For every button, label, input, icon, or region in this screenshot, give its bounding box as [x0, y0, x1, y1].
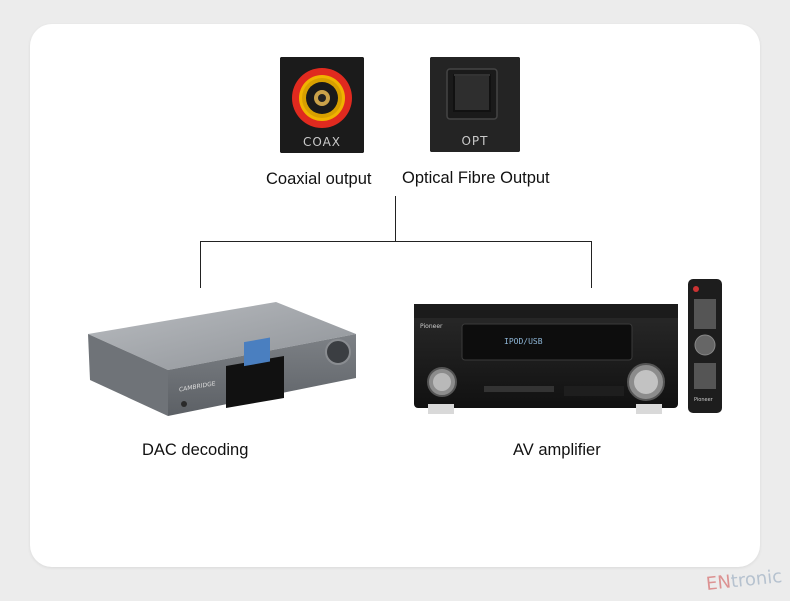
coax-connector-icon — [280, 57, 364, 153]
amp-display-text: IPOD/USB — [504, 337, 543, 346]
dac-decoding-caption: DAC decoding — [142, 441, 249, 459]
connector-line-horizontal — [200, 241, 592, 242]
coaxial-output-caption: Coaxial output — [266, 170, 372, 188]
amp-brand-text: Pioneer — [420, 323, 443, 330]
optical-port-label: OPT — [461, 134, 489, 148]
av-amplifier-caption: AV amplifier — [513, 441, 601, 459]
av-amplifier-image: IPOD/USB Pioneer — [414, 304, 678, 414]
diagram-card — [30, 24, 760, 567]
connector-line-vertical — [395, 196, 396, 241]
optical-port-image: OPT — [430, 57, 520, 152]
connector-line-left — [200, 241, 201, 288]
optical-connector-icon — [430, 57, 520, 152]
watermark-rest: tronic — [729, 566, 783, 593]
dac-device-image: CAMBRIDGE — [88, 302, 356, 416]
remote-brand-text: Pioneer — [694, 397, 714, 403]
watermark-logo: ENtronic — [705, 566, 783, 595]
coaxial-port-image: COAX — [280, 57, 364, 153]
remote-control-image: Pioneer — [688, 279, 722, 413]
watermark-prefix: EN — [704, 571, 732, 595]
coax-port-label: COAX — [302, 135, 342, 149]
connector-line-right — [591, 241, 592, 288]
optical-output-caption: Optical Fibre Output — [402, 169, 550, 187]
